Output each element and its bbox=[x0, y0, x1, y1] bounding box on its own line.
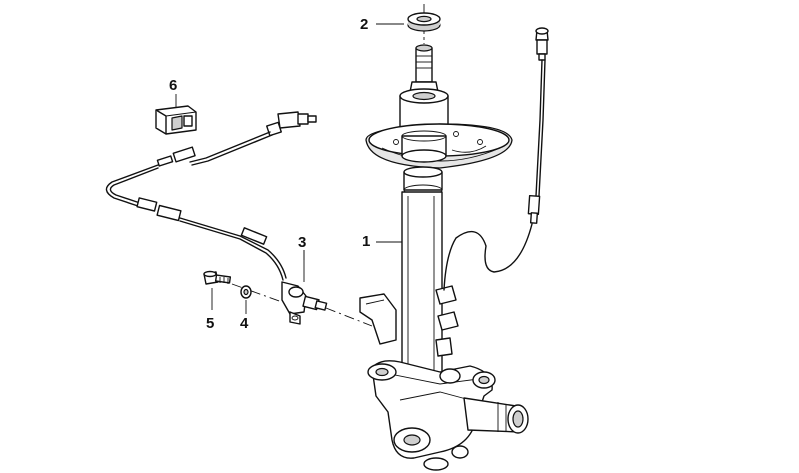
callout-2: 2 bbox=[360, 16, 369, 33]
callout-3: 3 bbox=[298, 234, 307, 251]
bolt-part-5 bbox=[203, 270, 283, 310]
clip-holder-part-6 bbox=[155, 94, 197, 135]
callout-6: 6 bbox=[169, 77, 178, 94]
washer-part-2 bbox=[376, 4, 441, 44]
callout-4: 4 bbox=[240, 315, 249, 332]
callout-1: 1 bbox=[362, 233, 371, 250]
wear-sensor-cable bbox=[443, 27, 549, 291]
abs-sensor-cable bbox=[105, 111, 373, 327]
steering-knuckle bbox=[367, 360, 529, 471]
strut-assembly-part-1 bbox=[359, 44, 513, 393]
washer-part-4 bbox=[240, 285, 252, 314]
callout-5: 5 bbox=[206, 315, 215, 332]
